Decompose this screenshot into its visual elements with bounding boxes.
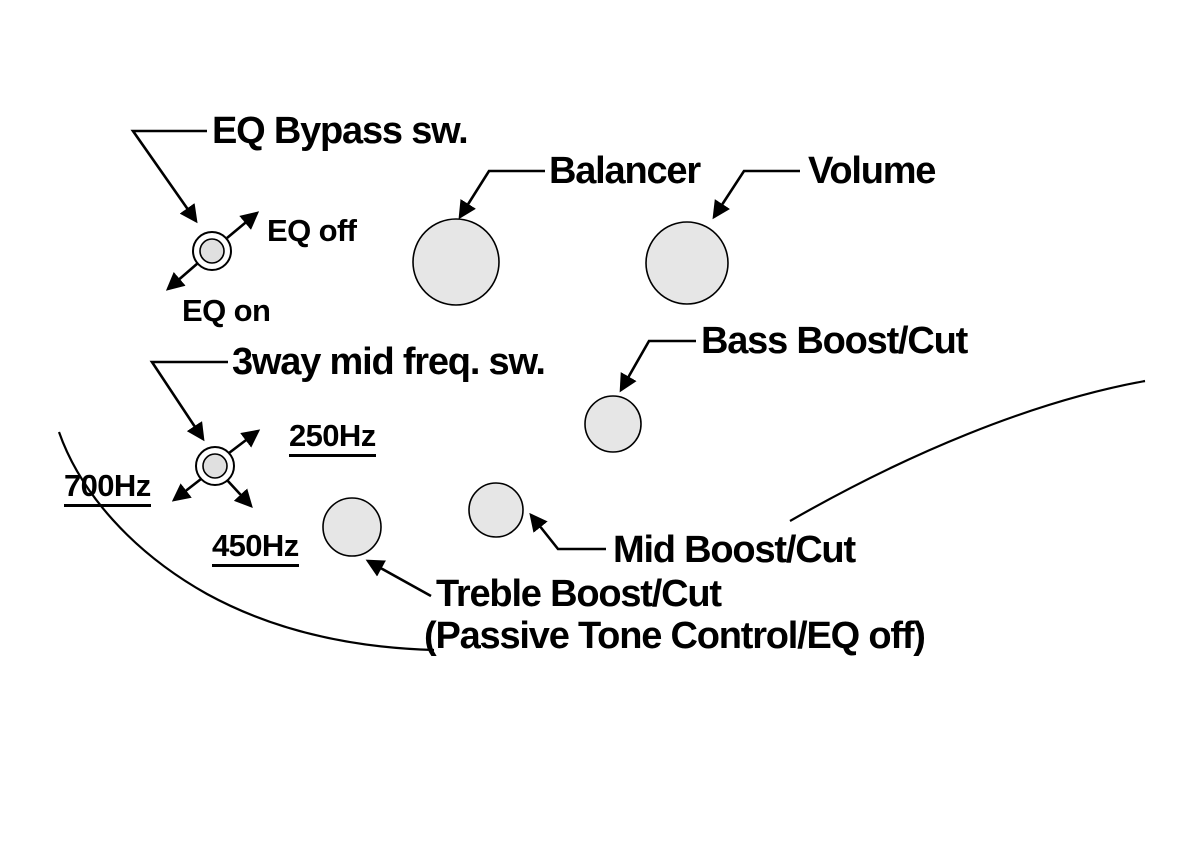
eq-off-label: EQ off <box>267 213 357 248</box>
balancer-knob <box>412 218 500 306</box>
volume-label: Volume <box>808 150 936 192</box>
eq-on-label: EQ on <box>182 293 271 328</box>
leader-treble <box>365 559 432 598</box>
mid-boost-cut-label: Mid Boost/Cut <box>613 529 856 571</box>
freq-700hz-label: 700Hz <box>64 470 151 507</box>
arrow-250hz <box>228 429 261 455</box>
leader-balancer <box>458 169 545 220</box>
mid-boost-cut-knob <box>468 482 524 538</box>
treble-boost-cut-label: Treble Boost/Cut <box>436 573 722 615</box>
leader-eq-bypass <box>130 129 207 224</box>
bass-boost-cut-label: Bass Boost/Cut <box>701 320 968 362</box>
leader-bass <box>619 339 696 393</box>
arrow-eq-on <box>165 262 199 291</box>
body-outline-right <box>789 379 1146 522</box>
arrow-700hz <box>171 477 202 502</box>
body-outline-left <box>57 431 435 652</box>
arrow-450hz <box>226 479 253 509</box>
freq-250hz-label: 250Hz <box>289 420 376 457</box>
treble-passive-note-label: (Passive Tone Control/EQ off) <box>424 615 926 657</box>
arrow-eq-off <box>226 211 260 239</box>
leader-volume <box>712 169 800 220</box>
leader-mid <box>529 512 606 551</box>
leader-mid-freq-sw <box>149 360 228 442</box>
treble-boost-cut-knob <box>322 497 382 557</box>
mid-freq-sw-label: 3way mid freq. sw. <box>232 341 546 383</box>
freq-450hz-label: 450Hz <box>212 530 299 567</box>
bass-boost-cut-knob <box>584 395 642 453</box>
volume-knob <box>645 221 729 305</box>
eq-bypass-switch-cap <box>199 238 225 264</box>
balancer-label: Balancer <box>549 150 701 192</box>
eq-bypass-label: EQ Bypass sw. <box>212 110 469 152</box>
mid-freq-switch-cap <box>202 453 228 479</box>
